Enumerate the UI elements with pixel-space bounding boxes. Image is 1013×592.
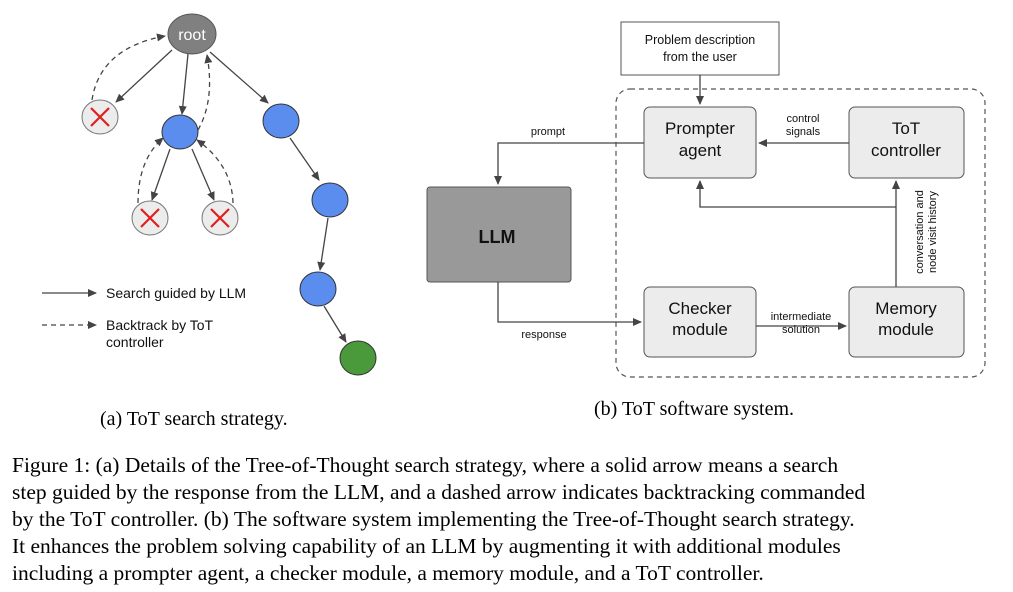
control-signals-label: signals <box>786 126 821 138</box>
figure-diagram: root Search guided by LLM Backtrack by T… <box>42 13 986 378</box>
history-label: conversation and <box>914 190 926 274</box>
edge-n3-to-goal <box>323 305 347 343</box>
subcaption-a: (a) ToT search strategy. <box>100 408 288 430</box>
caption-line: It enhances the problem solving capabili… <box>12 534 841 558</box>
intermediate-solution-label: solution <box>782 324 820 336</box>
checker-module-label: module <box>672 320 728 339</box>
edge-mid-to-fail-2 <box>191 148 215 201</box>
control-signals-label: control <box>786 113 819 125</box>
caption-line: step guided by the response from the LLM… <box>12 480 866 504</box>
visited-node <box>161 114 199 150</box>
visited-node <box>299 271 337 307</box>
legend-solid-label: Search guided by LLM <box>106 285 246 301</box>
problem-description-box <box>620 21 780 76</box>
prompt-label: prompt <box>531 126 565 138</box>
visited-node <box>262 103 300 139</box>
edge-root-to-right <box>209 51 269 104</box>
goal-node <box>339 340 377 376</box>
edge-root-to-mid <box>178 53 189 115</box>
history-label: node visit history <box>927 191 939 273</box>
caption-line: including a prompter agent, a checker mo… <box>12 561 764 585</box>
edge-root-to-fail-left <box>115 49 173 103</box>
llm-box <box>426 186 572 283</box>
response-arrow <box>497 282 642 326</box>
response-label: response <box>521 329 566 341</box>
llm-label: LLM <box>479 227 516 247</box>
backtrack-fail-2-to-mid <box>196 139 234 204</box>
memory-module-box <box>848 286 965 358</box>
edge-n2-to-n3 <box>317 217 329 271</box>
edge-right-to-n2 <box>289 137 320 181</box>
legend-dashed-label: Backtrack by ToT <box>106 317 214 333</box>
tot-controller-label: controller <box>871 141 941 160</box>
memory-to-prompter-arrow <box>696 180 896 208</box>
intermediate-solution-label: intermediate <box>771 311 832 323</box>
subcaption-b: (b) ToT software system. <box>594 398 795 420</box>
problem-description-label: Problem description <box>645 33 756 47</box>
root-node <box>167 13 217 55</box>
problem-description-label: from the user <box>663 50 737 64</box>
prompter-agent-label: Prompter <box>665 119 735 138</box>
panel-a-tree: root Search guided by LLM Backtrack by T… <box>42 13 377 376</box>
tot-controller-label: ToT <box>892 119 920 138</box>
caption-line: Figure 1: (a) Details of the Tree-of-Tho… <box>12 453 839 477</box>
checker-module-box <box>643 286 757 358</box>
edge-mid-to-fail-1 <box>150 148 171 201</box>
cross-icon <box>90 107 110 127</box>
backtrack-fail-left-to-root <box>91 33 166 101</box>
backtrack-mid-to-root <box>197 54 213 131</box>
history-label-group: conversation and node visit history <box>914 190 939 274</box>
memory-module-label: module <box>878 320 934 339</box>
checker-module-label: Checker <box>668 299 732 318</box>
legend-dashed-label: controller <box>106 334 164 350</box>
cross-icon <box>140 208 160 228</box>
panel-b-system: Problem description from the user Prompt… <box>426 21 986 378</box>
prompter-agent-label: agent <box>679 141 722 160</box>
prompt-arrow <box>494 142 644 185</box>
root-label: root <box>178 27 206 44</box>
cross-icon <box>210 208 230 228</box>
caption-line: by the ToT controller. (b) The software … <box>12 507 855 531</box>
visited-node <box>311 182 349 218</box>
memory-module-label: Memory <box>875 299 937 318</box>
system-boundary <box>615 88 986 378</box>
backtrack-fail-1-to-mid <box>137 137 164 204</box>
